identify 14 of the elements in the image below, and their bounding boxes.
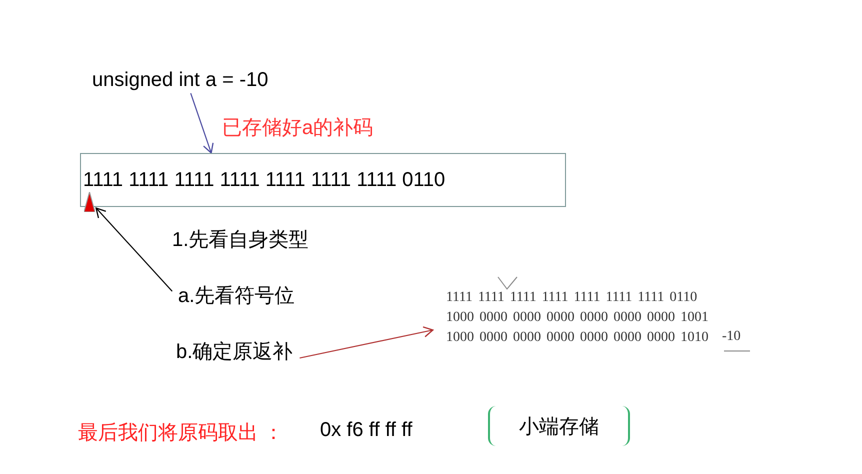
bracketed-note: 小端存储 <box>488 406 630 446</box>
side-note: -10 <box>722 329 741 345</box>
text-label: 最后我们将原码取出 ： <box>78 421 284 446</box>
text-label: unsigned int a = -10 <box>92 68 268 92</box>
arrow <box>190 93 214 154</box>
binary-table: 1111 1111 1111 1111 1111 1111 1111 0110 1000 0000 0000 0000 0000 0000 0000 1001 1000 0000 0000 0000 0000 0000 0000 1010 <box>446 288 708 348</box>
text-label: b.确定原返补 <box>176 340 293 364</box>
text-label: 1.先看自身类型 <box>172 228 309 253</box>
binary-box: 1111 1111 1111 1111 1111 1111 1111 0110 <box>80 153 566 207</box>
arrow <box>300 326 434 359</box>
sign-bit-marker <box>84 192 95 212</box>
text-label: 0x f6 ff ff ff <box>320 419 412 442</box>
arrow <box>96 207 173 292</box>
text-label: a.先看符号位 <box>178 284 295 308</box>
